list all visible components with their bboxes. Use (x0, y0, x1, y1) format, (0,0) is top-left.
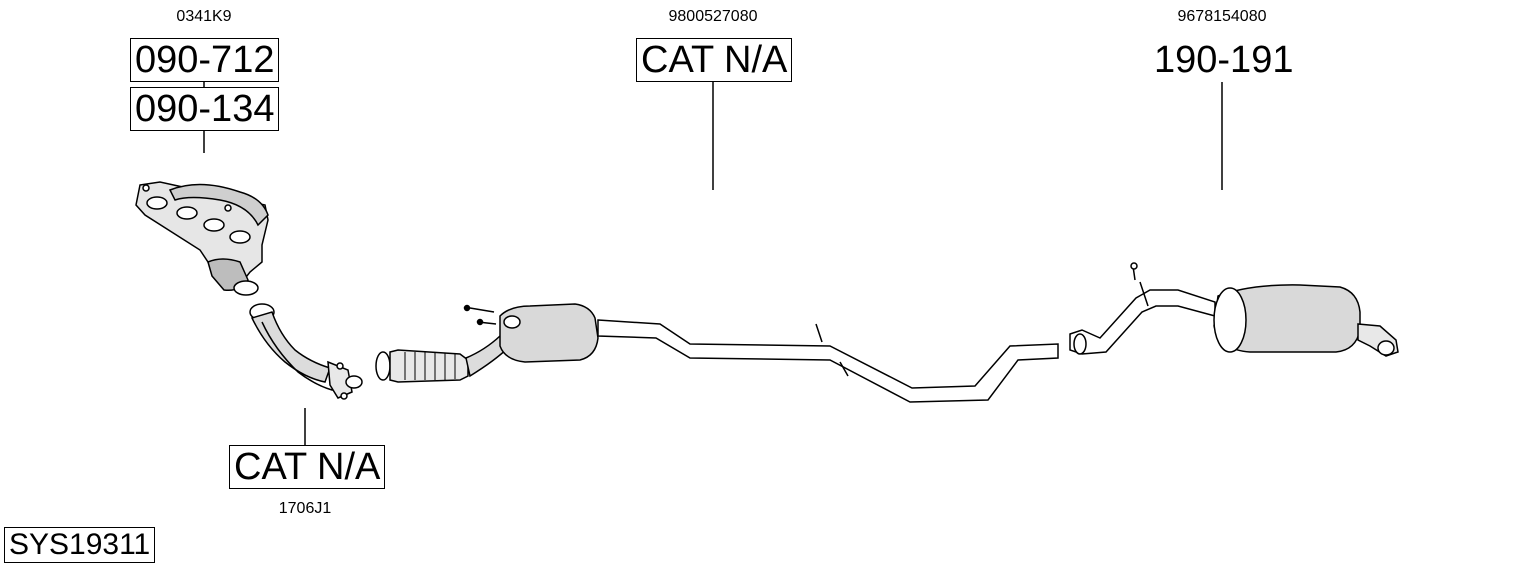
middle-section-part (463, 303, 1059, 403)
manifold-oe-number: 0341K9 (176, 8, 232, 25)
front-pipe-code: CAT N/A (229, 445, 386, 489)
flex-pipe-part (375, 334, 512, 383)
manifold-code-2: 090-134 (130, 87, 280, 131)
manifold-code-1: 090-712 (130, 38, 280, 82)
rear-silencer-code: 190-191 (1154, 39, 1294, 81)
exhaust-manifold-part (135, 181, 269, 296)
leader-lines (203, 81, 1223, 447)
front-pipe-part (249, 303, 363, 400)
rear-silencer-part (1069, 262, 1399, 357)
system-id: SYS19311 (4, 527, 156, 563)
front-pipe-oe-number: 1706J1 (278, 500, 332, 517)
middle-section-oe-number: 9800527080 (668, 8, 758, 25)
rear-silencer-oe-number: 9678154080 (1177, 8, 1267, 25)
middle-section-code: CAT N/A (636, 38, 793, 82)
